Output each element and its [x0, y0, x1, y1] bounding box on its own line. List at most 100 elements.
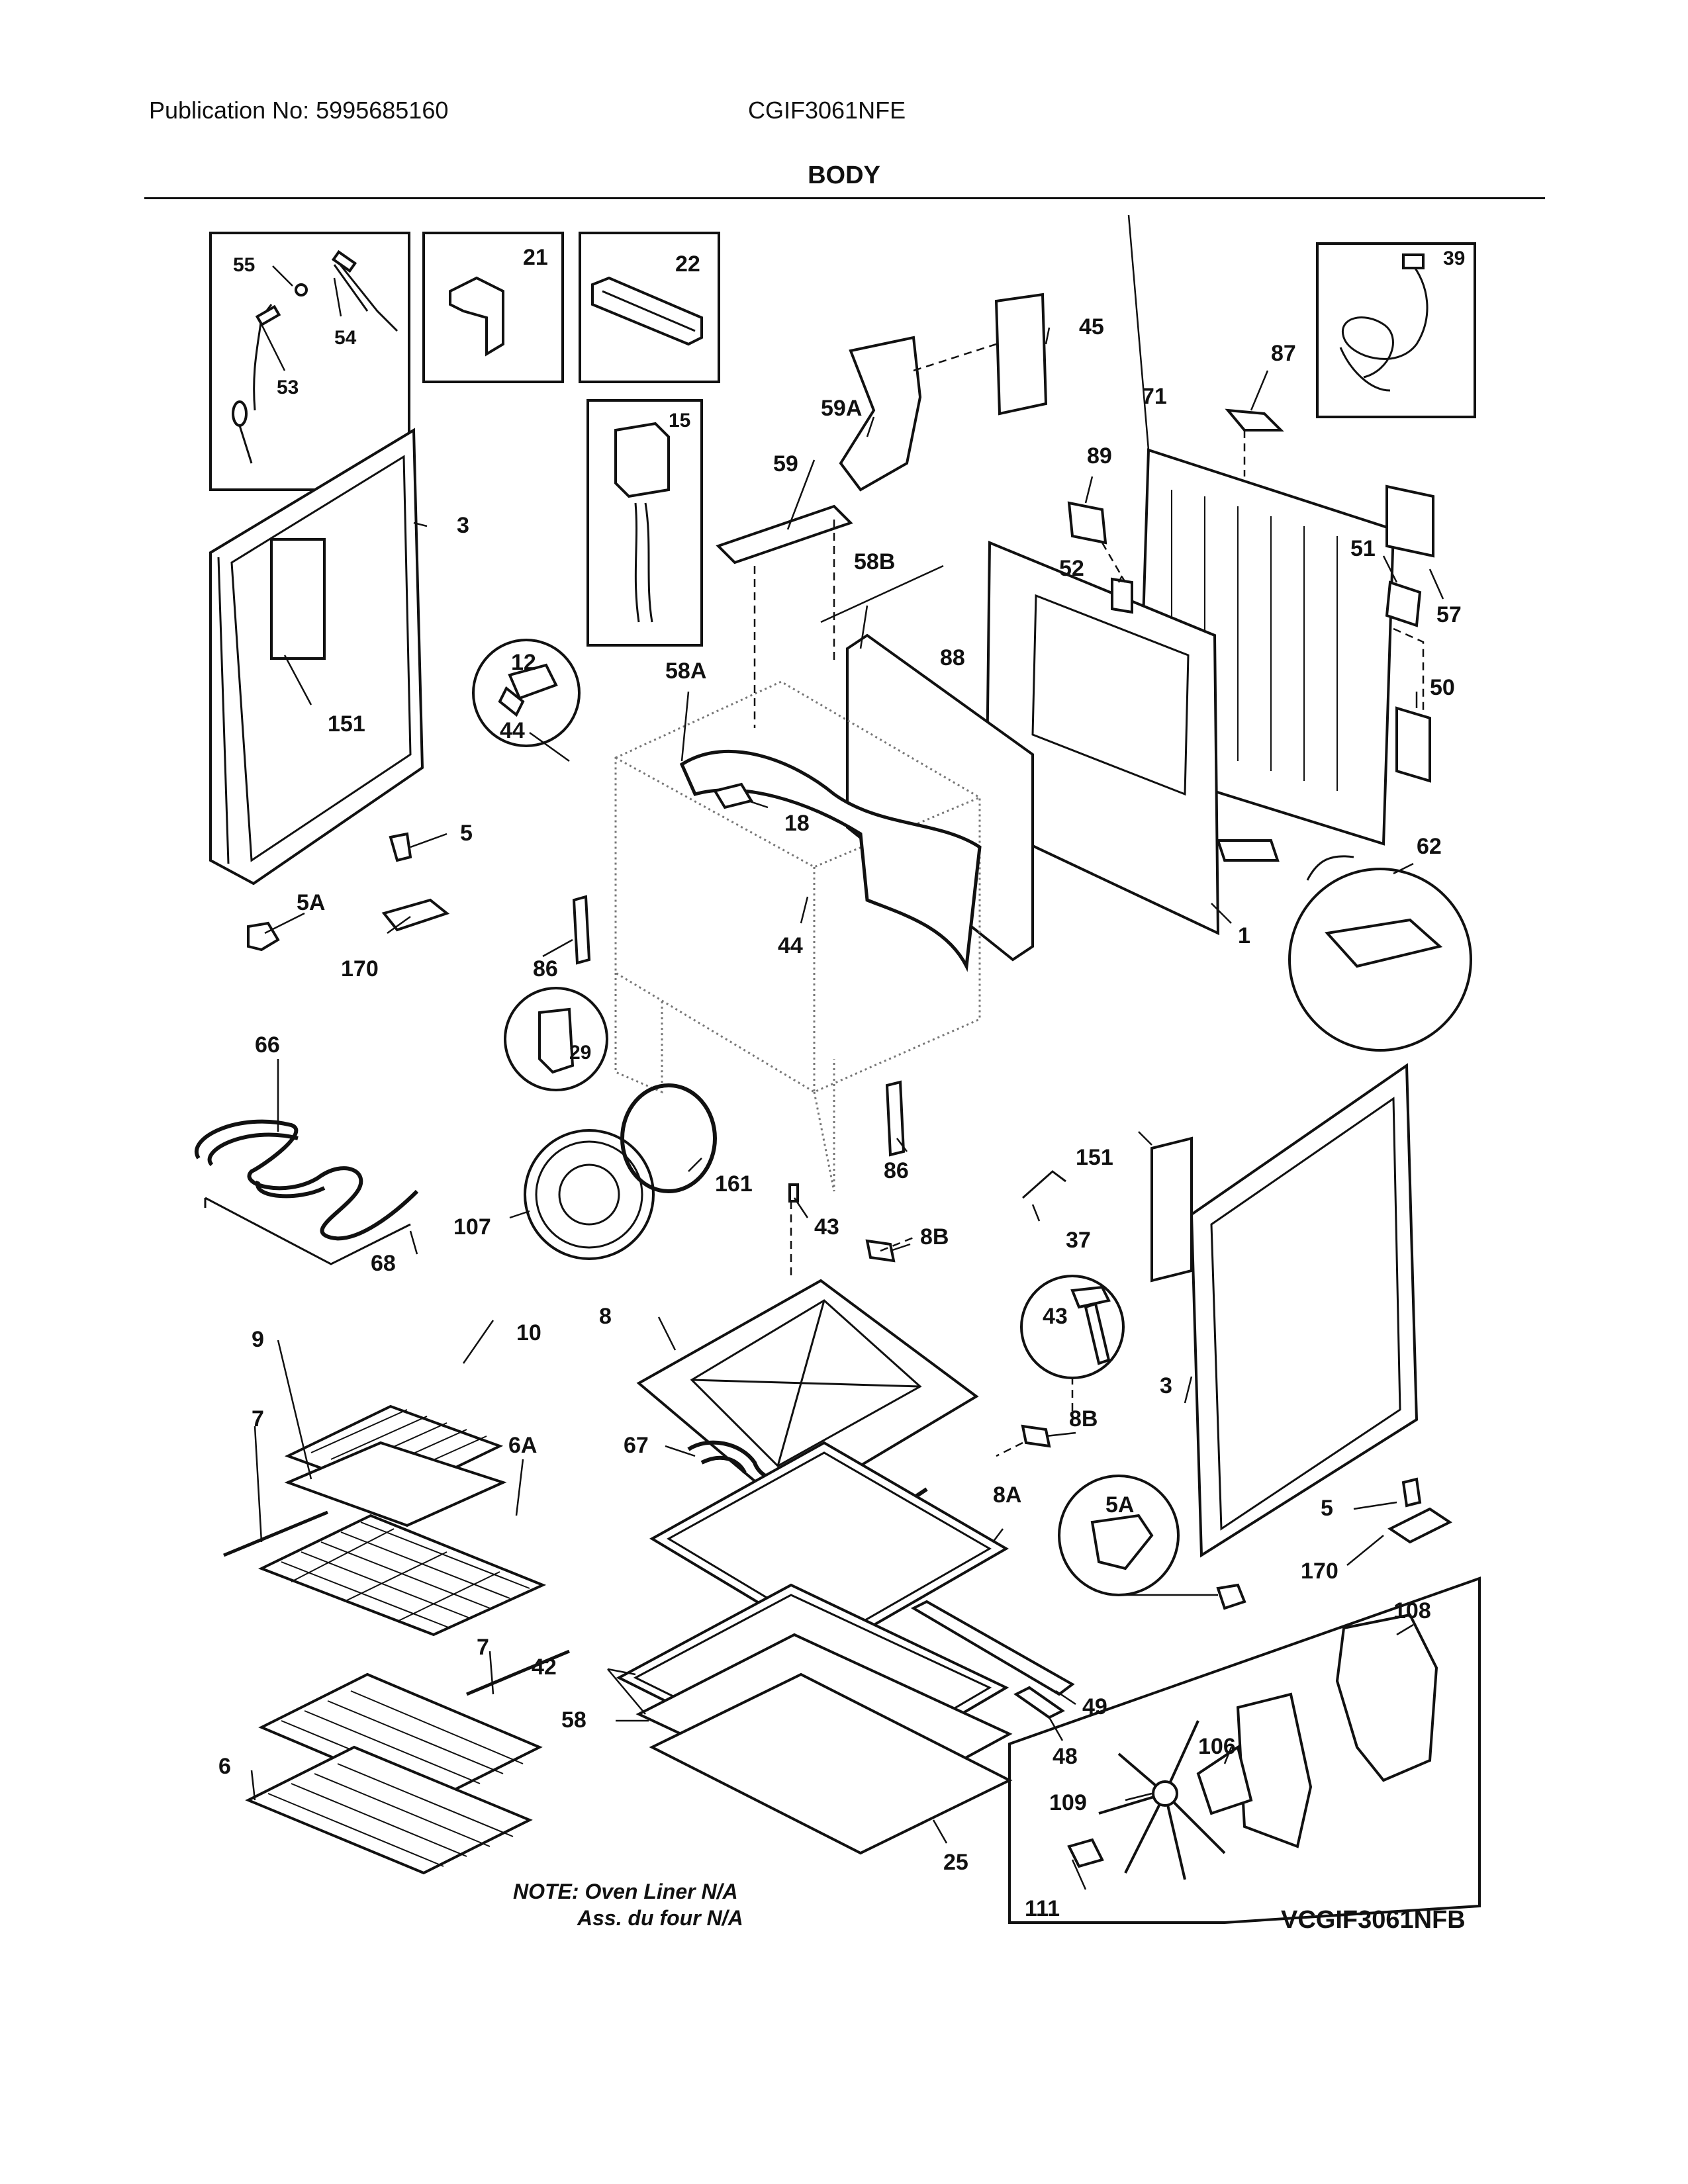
- left-side-panel: [209, 428, 424, 886]
- label-18: 18: [784, 811, 810, 836]
- label-5Aa: 5A: [297, 890, 325, 915]
- part-12-callout: [472, 639, 581, 747]
- label-68: 68: [371, 1251, 396, 1276]
- leader-lines: [250, 214, 1444, 1890]
- screw-43-callout: [1020, 1275, 1125, 1379]
- label-151a: 151: [328, 711, 365, 737]
- model-number: CGIF3061NFE: [748, 97, 906, 124]
- part-29-callout: [504, 987, 608, 1091]
- label-15: 15: [669, 410, 690, 432]
- probe-wire-inset: [209, 232, 410, 491]
- part-15-inset: [586, 399, 703, 647]
- label-108: 108: [1393, 1598, 1431, 1623]
- label-170a: 170: [341, 956, 379, 981]
- bottom-tray-assembly: [616, 1583, 1075, 1855]
- label-8A: 8A: [993, 1482, 1021, 1508]
- label-29: 29: [569, 1042, 591, 1064]
- label-8Ba: 8B: [920, 1224, 949, 1250]
- label-37: 37: [1066, 1228, 1091, 1253]
- label-43a: 43: [814, 1214, 839, 1240]
- label-6: 6: [218, 1754, 231, 1779]
- label-12: 12: [511, 650, 536, 675]
- label-43b: 43: [1043, 1304, 1068, 1329]
- label-3a: 3: [457, 513, 469, 538]
- label-107: 107: [453, 1214, 491, 1240]
- label-71: 71: [1142, 384, 1167, 409]
- fan-motor-inset: [1008, 1576, 1481, 1924]
- label-49: 49: [1082, 1694, 1107, 1719]
- label-6A: 6A: [508, 1433, 537, 1458]
- label-53: 53: [277, 377, 299, 398]
- oven-cavity: [614, 680, 982, 1192]
- inset-model-number: VCGIF3061NFB: [1281, 1906, 1466, 1934]
- right-side-panel: [1150, 1063, 1419, 1558]
- label-48: 48: [1053, 1744, 1078, 1769]
- label-5a: 5: [460, 821, 473, 846]
- fan-cover: [524, 1083, 717, 1260]
- label-89: 89: [1087, 443, 1112, 469]
- label-8: 8: [599, 1304, 612, 1329]
- ducts: [716, 293, 1048, 565]
- label-62: 62: [1417, 834, 1442, 859]
- label-42: 42: [532, 1655, 557, 1680]
- label-55: 55: [233, 254, 255, 276]
- broil-element: [195, 1119, 419, 1265]
- label-87: 87: [1271, 341, 1296, 366]
- brackets-86: [572, 895, 906, 1157]
- label-51: 51: [1350, 536, 1376, 561]
- publication-number: Publication No: 5995685160: [149, 97, 449, 124]
- label-10: 10: [516, 1320, 541, 1345]
- label-44a: 44: [500, 718, 525, 743]
- label-54: 54: [334, 327, 357, 349]
- label-86a: 86: [533, 956, 558, 981]
- part-22-inset: [579, 232, 720, 383]
- label-52: 52: [1059, 556, 1084, 581]
- label-59: 59: [773, 451, 798, 477]
- label-8Bb: 8B: [1069, 1406, 1098, 1432]
- label-7b: 7: [477, 1635, 489, 1660]
- label-58: 58: [561, 1707, 586, 1733]
- label-3b: 3: [1160, 1373, 1172, 1398]
- right-leveler-parts: [1216, 1477, 1452, 1610]
- label-57: 57: [1436, 602, 1462, 627]
- hardware-small: [788, 1170, 1066, 1448]
- header-rule: [144, 197, 1545, 199]
- label-45: 45: [1079, 314, 1104, 340]
- label-50: 50: [1430, 675, 1455, 700]
- label-151b: 151: [1076, 1145, 1113, 1170]
- oven-bottom: [636, 1279, 979, 1511]
- note-oven-liner-fr: Ass. du four N/A: [577, 1906, 743, 1930]
- label-58B: 58B: [854, 549, 895, 574]
- note-oven-liner: NOTE: Oven Liner N/A: [513, 1880, 738, 1903]
- label-9: 9: [252, 1327, 264, 1352]
- label-59A: 59A: [821, 396, 862, 421]
- label-5b: 5: [1321, 1496, 1333, 1521]
- label-5Ab: 5A: [1105, 1492, 1134, 1518]
- part-21-inset: [422, 232, 564, 383]
- label-21: 21: [523, 245, 548, 270]
- label-86b: 86: [884, 1158, 909, 1183]
- broiler-pan: [284, 1404, 507, 1527]
- left-leveler-parts: [247, 832, 450, 952]
- label-39: 39: [1443, 248, 1465, 269]
- label-66: 66: [255, 1032, 280, 1058]
- leveler-5A-callout: [1058, 1475, 1180, 1596]
- label-109: 109: [1049, 1790, 1087, 1815]
- label-111: 111: [1025, 1896, 1060, 1921]
- label-161: 161: [715, 1171, 753, 1197]
- label-88: 88: [940, 645, 965, 670]
- part-62-callout: [1216, 839, 1472, 1052]
- label-22: 22: [675, 251, 700, 277]
- oven-rack-6A: [223, 1510, 570, 1696]
- back-wall: [984, 501, 1431, 936]
- label-44b: 44: [778, 933, 803, 958]
- dashed-guides: [753, 343, 1425, 1457]
- label-7a: 7: [252, 1406, 264, 1432]
- label-25: 25: [943, 1850, 968, 1875]
- label-170b: 170: [1301, 1559, 1338, 1584]
- label-58A: 58A: [665, 659, 706, 684]
- callout-labels: 55 54 53 21 22 15 39 45 87 59A 71 59 89 …: [218, 245, 1465, 1921]
- section-title: BODY: [808, 161, 880, 189]
- label-106: 106: [1198, 1734, 1236, 1759]
